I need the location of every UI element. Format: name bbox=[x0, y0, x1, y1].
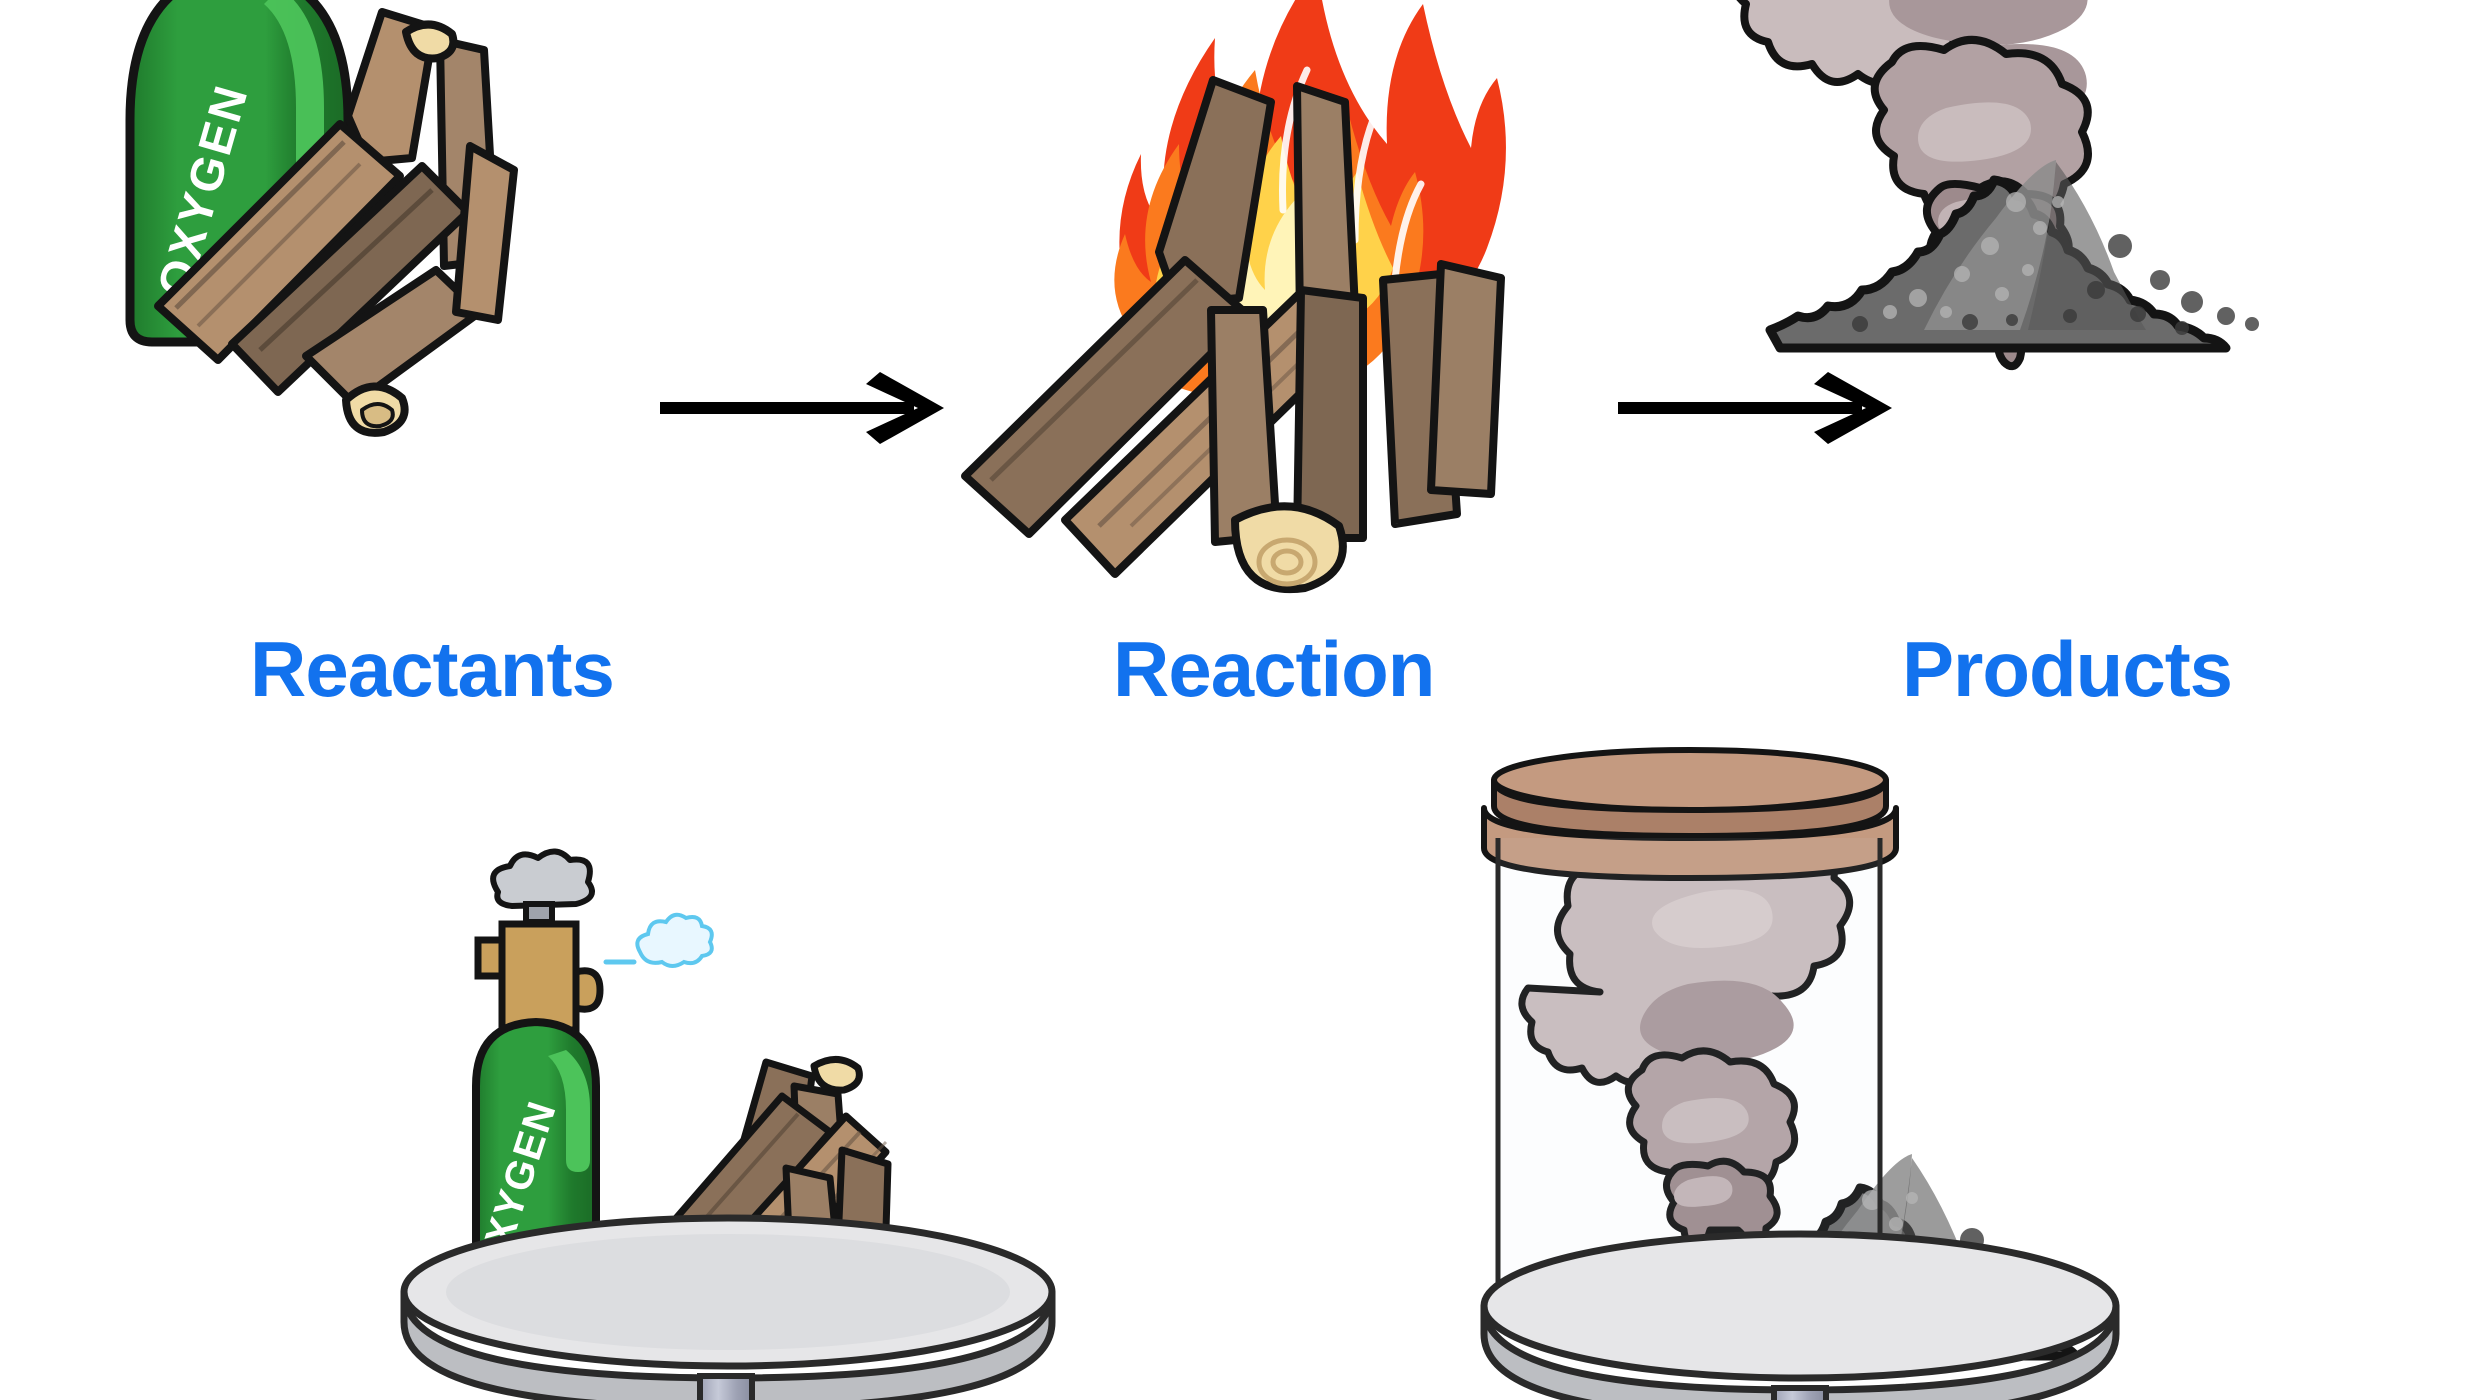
wood-logs bbox=[154, 8, 518, 437]
balance-pan-dish-left bbox=[400, 1214, 1056, 1400]
smoke-cloud bbox=[1736, 0, 2092, 371]
sealed-glass-jar bbox=[1495, 835, 1883, 1311]
left-balance-pan: OXYGEN bbox=[390, 840, 1130, 1400]
jar-lid bbox=[1481, 747, 1899, 881]
balance-post-left bbox=[697, 1373, 755, 1400]
oxygen-tank-on-pan: OXYGEN bbox=[467, 848, 714, 1330]
oxygen-tank-label: OXYGEN bbox=[147, 78, 258, 303]
jar-base-rim bbox=[1491, 1267, 1889, 1325]
reaction-illustration bbox=[935, 0, 1595, 594]
right-balance-pan bbox=[1420, 740, 2180, 1400]
ash-pile-in-jar bbox=[1639, 1154, 2103, 1361]
smoke-cloud-in-jar bbox=[1518, 801, 1853, 1319]
balance-pan-dish-right bbox=[1480, 1230, 2120, 1400]
stage-label-reactants: Reactants bbox=[250, 625, 615, 713]
jar-front-glass bbox=[1495, 838, 1883, 1311]
balance-post-right bbox=[1771, 1385, 1829, 1400]
arrow-reactants-to-reaction bbox=[660, 372, 960, 444]
oxygen-tank-label-bottom: OXYGEN bbox=[467, 1095, 565, 1283]
flames bbox=[1114, 0, 1506, 399]
oxygen-gas-puff-icon-bottom bbox=[603, 912, 714, 968]
stage-label-reaction: Reaction bbox=[1113, 625, 1435, 713]
reactants-illustration: OXYGEN bbox=[110, 0, 670, 490]
burning-logs bbox=[961, 76, 1505, 594]
oxygen-tank: OXYGEN bbox=[125, 0, 353, 347]
ash-pile bbox=[1765, 160, 2259, 353]
wood-logs-on-pan bbox=[608, 1056, 892, 1348]
products-illustration bbox=[1736, 0, 2420, 530]
stage-label-products: Products bbox=[1902, 625, 2233, 713]
